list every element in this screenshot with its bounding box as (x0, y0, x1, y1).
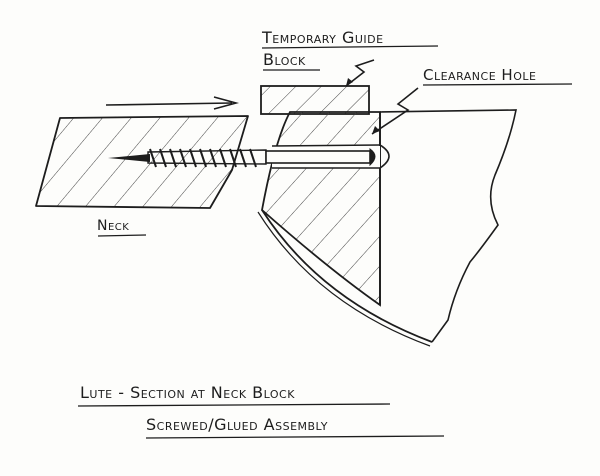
guide-block-label-line1: Temporary Guide (262, 28, 384, 47)
clearance-hole-label: Clearance Hole (423, 66, 537, 84)
guide-leader-line (345, 59, 375, 87)
neck-label: Neck (97, 218, 130, 234)
screw (108, 148, 376, 168)
guide-block-label-line2: Block (263, 50, 306, 69)
direction-arrow-icon (105, 96, 240, 110)
lute-body-outline (257, 109, 517, 347)
neck-block (261, 111, 381, 307)
label-underlines (77, 45, 573, 439)
neck-section (35, 115, 249, 209)
drawing-title: Lute - Section at Neck Block (80, 383, 295, 402)
clearance-leader-line (371, 87, 419, 135)
temporary-guide-block (260, 85, 370, 115)
drawing-subtitle: Screwed/Glued Assembly (146, 415, 328, 434)
